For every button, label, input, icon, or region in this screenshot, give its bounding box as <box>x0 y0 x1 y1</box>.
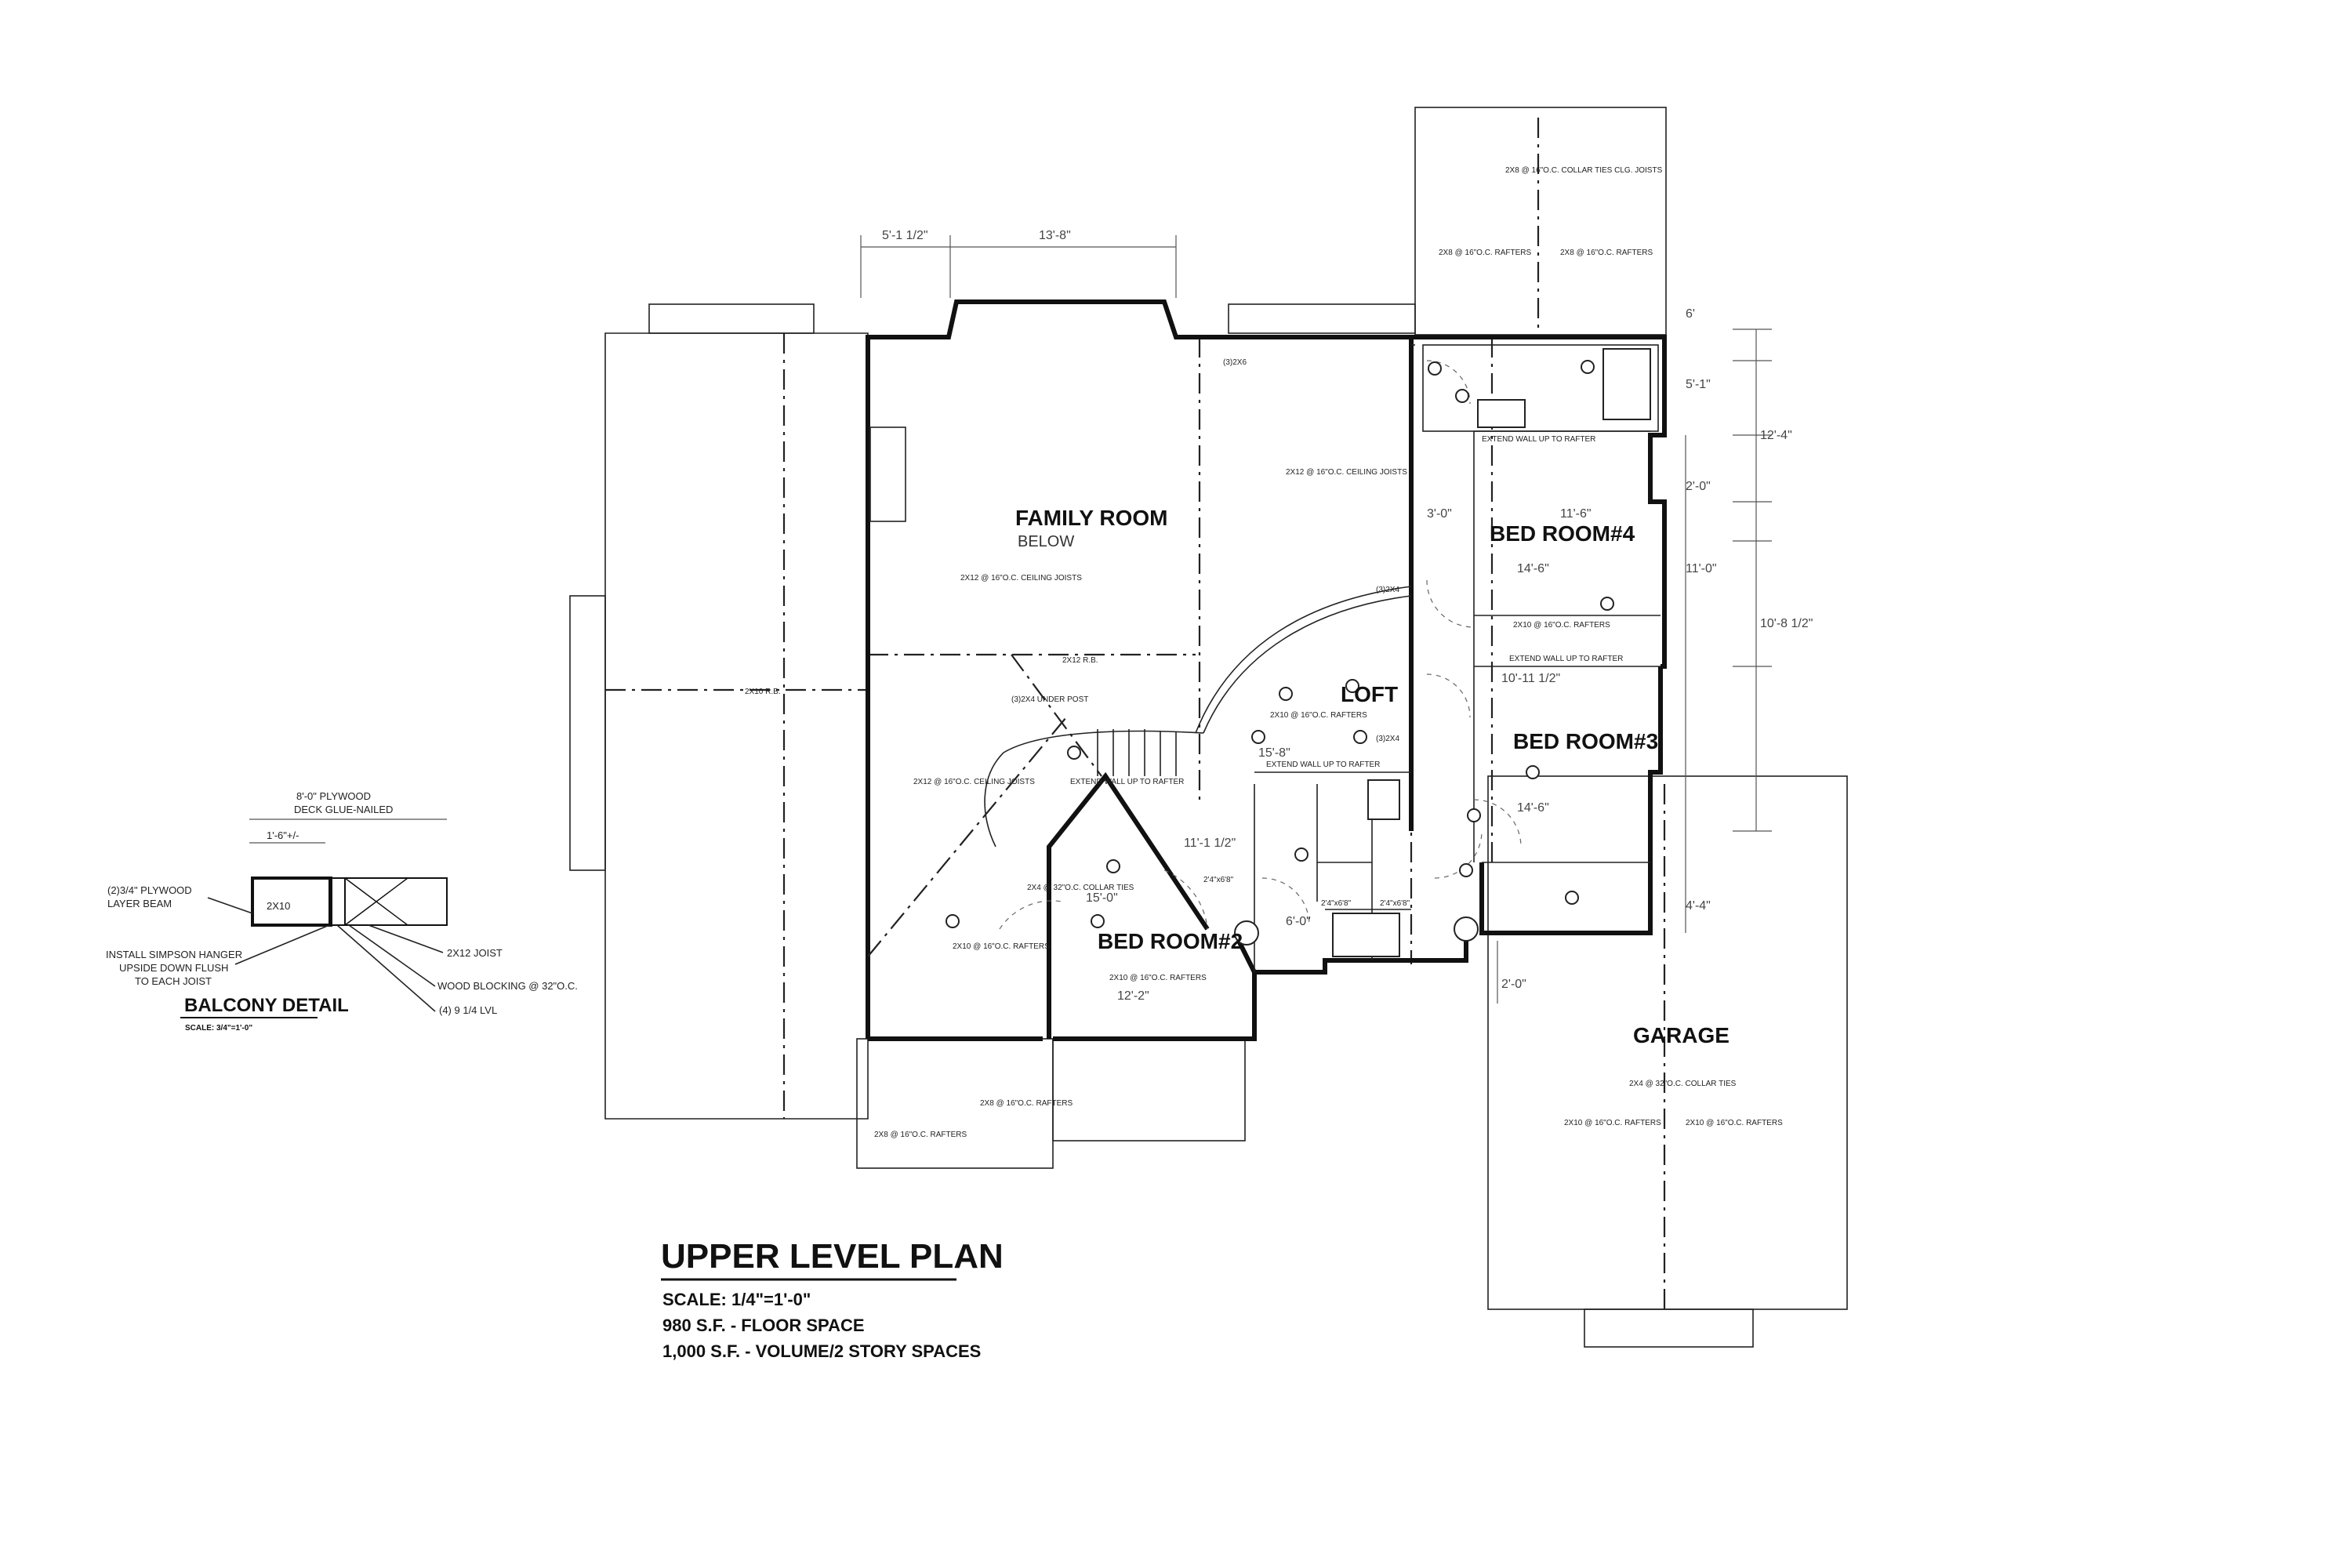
note-three-2x6: (3)2X6 <box>1223 358 1247 367</box>
dim-bath: 6'-0" <box>1286 915 1311 928</box>
plan-title: UPPER LEVEL PLAN <box>661 1237 1004 1276</box>
note-collar-ties-center: 2X4 @ 32"O.C. COLLAR TIES <box>1027 884 1134 892</box>
note-three-2x4-b: (3)2X4 <box>1376 735 1399 743</box>
dim-garage-left: 2'-0" <box>1501 978 1526 991</box>
note-rafters-stair: 2X10 @ 16"O.C. RAFTERS <box>953 942 1050 951</box>
garage-label: GARAGE <box>1633 1023 1730 1047</box>
dim-top-left: 5'-1 1/2" <box>882 229 928 242</box>
balcony-title: BALCONY DETAIL <box>184 995 349 1016</box>
plan-floor-space: 980 S.F. - FLOOR SPACE <box>662 1316 865 1335</box>
dim-loft: 15'-8" <box>1258 746 1290 760</box>
balcony-detail: 8'-0" PLYWOOD DECK GLUE-NAILED 1'-6"+/- … <box>106 790 578 1033</box>
balcony-hanger-line1: INSTALL SIMPSON HANGER <box>106 949 242 960</box>
exterior-walls <box>866 299 1667 1041</box>
balcony-deck-line1: 8'-0" PLYWOOD <box>296 790 371 802</box>
note-collar-ties-garage: 2X4 @ 32"O.C. COLLAR TIES <box>1629 1080 1737 1088</box>
note-extend-wall-1: EXTEND WALL UP TO RAFTER <box>1482 435 1595 444</box>
dim-top-right: 13'-8" <box>1039 229 1071 242</box>
dim-bed3-width: 10'-11 1/2" <box>1501 672 1560 685</box>
balcony-joist: 2X12 JOIST <box>447 947 503 959</box>
dim-right-3: 12'-4" <box>1760 429 1792 442</box>
plan-scale: SCALE: 1/4"=1'-0" <box>662 1290 811 1309</box>
balcony-lvl: (4) 9 1/4 LVL <box>439 1004 497 1016</box>
balcony-member: 2X10 <box>267 900 290 912</box>
family-room-label: FAMILY ROOM <box>1015 506 1167 530</box>
balcony-hanger-line3: TO EACH JOIST <box>135 975 212 987</box>
loft-label: LOFT <box>1341 682 1398 706</box>
note-rafters-bottom-2: 2X8 @ 16"O.C. RAFTERS <box>980 1099 1073 1108</box>
note-extend-wall-2: EXTEND WALL UP TO RAFTER <box>1509 655 1623 663</box>
balcony-width: 1'-6"+/- <box>267 829 299 841</box>
roof-outlines <box>569 107 1848 1348</box>
framing-notes: 2X12 @ 16"O.C. CEILING JOISTS 2X12 @ 16"… <box>745 166 1783 1139</box>
bed-room-3-label: BED ROOM#3 <box>1513 729 1658 753</box>
dim-right-7: 4'-4" <box>1686 899 1711 913</box>
note-ceiling-joists-loft: 2X12 @ 16"O.C. CEILING JOISTS <box>1286 468 1407 477</box>
dim-right-2: 5'-1" <box>1686 378 1711 391</box>
dimension-text: 5'-1 1/2" 13'-8" 6' 5'-1" 12'-4" 2'-0" 1… <box>882 229 1813 1003</box>
balcony-hanger-line2: UPSIDE DOWN FLUSH <box>119 962 228 974</box>
balcony-deck-line2: DECK GLUE-NAILED <box>294 804 393 815</box>
plan-volume-space: 1,000 S.F. - VOLUME/2 STORY SPACES <box>662 1341 981 1361</box>
note-door-2: 2'4"x6'8" <box>1380 899 1410 908</box>
note-ridge-board: 2X12 R.B. <box>1062 656 1098 665</box>
note-rafters-bed2: 2X10 @ 16"O.C. RAFTERS <box>1109 974 1207 982</box>
family-room-below-label: BELOW <box>1018 533 1074 550</box>
balcony-blocking: WOOD BLOCKING @ 32"O.C. <box>437 980 578 992</box>
balcony-beam-line2: LAYER BEAM <box>107 898 172 909</box>
dim-bed4-closet: 3'-0" <box>1427 507 1452 521</box>
plan-title-block: UPPER LEVEL PLAN SCALE: 1/4"=1'-0" 980 S… <box>661 1237 1004 1361</box>
dim-bed3-depth: 14'-6" <box>1517 801 1549 815</box>
note-three-2x4-a: (3)2X4 <box>1376 586 1399 594</box>
balcony-scale: SCALE: 3/4"=1'-0" <box>185 1024 252 1033</box>
note-ridge-board-left: 2X10 R.B. <box>745 688 781 696</box>
note-ceiling-joists-family: 2X12 @ 16"O.C. CEILING JOISTS <box>960 574 1082 583</box>
bed-room-2-label: BED ROOM#2 <box>1098 929 1243 953</box>
note-extend-wall-3: EXTEND WALL UP TO RAFTER <box>1266 760 1380 769</box>
note-rafters-top-2: 2X8 @ 16"O.C. RAFTERS <box>1560 249 1653 257</box>
structural-lines <box>605 118 1666 1309</box>
dim-right-6: 10'-8 1/2" <box>1760 617 1813 630</box>
note-ceiling-joists-stair: 2X12 @ 16"O.C. CEILING JOISTS <box>913 778 1035 786</box>
dimension-lines <box>860 235 1772 1004</box>
note-door-3: 2'4"x6'8" <box>1203 876 1234 884</box>
note-rafters-garage-2: 2X10 @ 16"O.C. RAFTERS <box>1686 1119 1783 1127</box>
balcony-beam-line1: (2)3/4" PLYWOOD <box>107 884 192 896</box>
note-rafters-top-1: 2X8 @ 16"O.C. RAFTERS <box>1439 249 1532 257</box>
note-rafters-loft: 2X10 @ 16"O.C. RAFTERS <box>1270 711 1367 720</box>
dim-right-5: 11'-0" <box>1686 562 1717 575</box>
note-header-post: (3)2X4 UNDER POST <box>1011 695 1088 704</box>
room-labels: FAMILY ROOM BELOW LOFT BED ROOM#4 BED RO… <box>1015 506 1730 1047</box>
dim-bed4-depth: 14'-6" <box>1517 562 1549 575</box>
dim-right-1: 6' <box>1686 307 1695 321</box>
dim-bed2-depth: 15'-0" <box>1086 891 1118 905</box>
light-fixtures <box>946 360 1614 928</box>
note-collar-ties-top: 2X8 @ 16"O.C. COLLAR TIES CLG. JOISTS <box>1505 166 1663 175</box>
dim-bed2-width: 12'-2" <box>1117 989 1149 1003</box>
note-door-1: 2'4"x6'8" <box>1321 899 1352 908</box>
note-extend-wall-4: EXTEND WALL UP TO RAFTER <box>1070 778 1184 786</box>
note-rafters-bottom-1: 2X8 @ 16"O.C. RAFTERS <box>874 1131 967 1139</box>
interior-walls <box>867 344 1661 972</box>
note-rafters-garage-1: 2X10 @ 16"O.C. RAFTERS <box>1564 1119 1661 1127</box>
dim-bed4-width: 11'-6" <box>1560 507 1592 521</box>
note-rafters-bed4: 2X10 @ 16"O.C. RAFTERS <box>1513 621 1610 630</box>
dim-right-4: 2'-0" <box>1686 480 1711 493</box>
dim-hall-width: 11'-1 1/2" <box>1184 837 1236 850</box>
bed-room-4-label: BED ROOM#4 <box>1490 521 1635 546</box>
